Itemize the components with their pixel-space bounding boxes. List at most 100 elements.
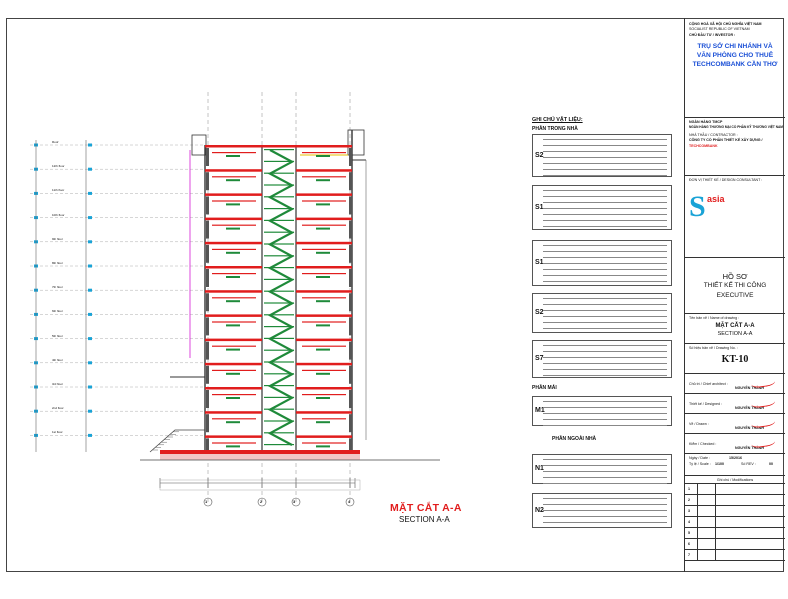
- tb-revision-row-3: 4: [685, 517, 785, 528]
- title-block: CỘNG HOÀ XÃ HỘI CHỦ NGHĨA VIỆT NAM SOCIA…: [684, 18, 785, 572]
- level-label-4: 9th floor: [52, 236, 63, 241]
- finish-tag-r-11: [316, 421, 330, 424]
- ceiling-right-7: [302, 321, 346, 323]
- column-l-3: [206, 220, 209, 239]
- tb-logo-letter: S: [689, 190, 706, 223]
- ceiling-left-12: [212, 442, 256, 444]
- level-label-7: 6th floor: [52, 309, 63, 314]
- tb-revision-divider-2: [715, 495, 716, 506]
- legend-rule: [543, 169, 667, 170]
- stair-landing-7: [264, 231, 294, 233]
- slab-left-4: [205, 241, 262, 245]
- tb-drawing-no-label: Số hiệu bản vẽ / Drawing No. :: [689, 346, 738, 350]
- tb-revision-divider-2: [715, 506, 716, 517]
- tb-rev-value: 00: [769, 462, 773, 466]
- level-marker-b-1: [88, 167, 92, 171]
- level-label-1: 12th floor: [52, 164, 65, 169]
- legend-section-exterior: PHẦN NGOÀI NHÀ: [552, 436, 597, 442]
- tb-revision-row-4: 5: [685, 528, 785, 539]
- tb-revision-divider-2: [715, 528, 716, 539]
- tb-project-line-2: VĂN PHÒNG CHO THUÊ: [696, 52, 774, 59]
- tb-revisions-header: Ghi chú / Modifications: [716, 478, 754, 482]
- ceiling-left-3: [212, 224, 256, 226]
- ceiling-right-10: [302, 394, 346, 396]
- slab-right-4: [296, 241, 352, 245]
- slab-left-10: [205, 387, 262, 390]
- tb-date-value: 15/2016: [729, 456, 742, 460]
- grid-bubble-4: [345, 497, 355, 507]
- tb-scale-value: 1/100: [715, 462, 724, 466]
- legend-rule: [543, 345, 667, 346]
- column-r-11: [349, 414, 352, 433]
- column-r-0: [349, 148, 352, 166]
- ceiling-left-8: [212, 345, 256, 347]
- stair-landing-17: [264, 349, 294, 351]
- ceiling-right-5: [302, 273, 346, 275]
- finish-tag-r-0: [316, 155, 330, 157]
- legend-rule: [543, 357, 667, 358]
- tb-contractor-label: NHÀ THẦU / CONTRACTOR :: [689, 133, 738, 137]
- legend-box-3: S2: [532, 293, 672, 333]
- level-label-2: 11th floor: [52, 188, 65, 193]
- tb-client-name: NGÂN HÀNG THƯƠNG MẠI CỔ PHẦN KỸ THƯƠNG V…: [689, 125, 783, 129]
- column-l-7: [206, 317, 209, 336]
- ceiling-right-6: [302, 297, 346, 299]
- legend-rule: [543, 316, 667, 317]
- stair-landing-14: [264, 314, 294, 316]
- stair-landing-24: [264, 432, 294, 434]
- stair-landing-18: [264, 361, 294, 363]
- grid-label-3: 3: [293, 499, 296, 504]
- grid-bubble-3: [291, 497, 301, 507]
- legend-rule: [543, 269, 667, 270]
- tb-revision-divider-2: [715, 484, 716, 495]
- ceiling-right-12: [302, 442, 346, 444]
- tb-designer-label: ĐƠN VỊ THIẾT KẾ / DESIGN CONSULTANT :: [689, 178, 763, 182]
- level-marker-b-7: [88, 312, 92, 316]
- legend-rule: [543, 263, 667, 264]
- finish-tag-r-6: [316, 300, 330, 303]
- slab-right-7: [296, 314, 352, 317]
- tb-drawing-no-cell: Số hiệu bản vẽ / Drawing No. : KT-10: [685, 344, 785, 374]
- tb-drawing-no: KT-10: [721, 354, 749, 365]
- legend-rule: [543, 251, 667, 252]
- level-marker-b-9: [88, 361, 92, 365]
- level-label-8: 5th floor: [52, 333, 63, 338]
- tb-role-cell-0: Chủ trì / Chief architect :NGUYỄN THÀNH: [685, 374, 785, 394]
- legend-rule: [543, 407, 667, 408]
- legend-rule: [543, 298, 667, 299]
- stair-landing-23: [264, 420, 294, 422]
- finish-tag-l-4: [226, 251, 240, 254]
- legend-rule: [543, 281, 667, 282]
- grid-label-2: 2: [260, 499, 263, 504]
- legend-box-5: M1: [532, 396, 672, 426]
- legend-code-7: N2: [535, 506, 544, 514]
- tb-contractor-name: CÔNG TY CỔ PHẦN THIẾT KẾ XÂY DỰNG /: [689, 138, 763, 142]
- slab-left-8: [205, 338, 262, 342]
- legend-code-1: S1: [535, 203, 544, 211]
- legend-rule: [543, 220, 667, 221]
- legend-rule: [543, 208, 667, 209]
- legend-rule: [543, 190, 667, 191]
- finish-tag-l-9: [226, 372, 240, 375]
- stair-landing-4: [264, 196, 294, 198]
- finish-tag-r-1: [316, 179, 330, 182]
- legend-section-interior: PHẦN TRONG NHÀ: [532, 126, 578, 132]
- level-label-3: 10th floor: [52, 212, 65, 217]
- stair-landing-12: [264, 290, 294, 292]
- tb-revision-row-0: 1: [685, 484, 785, 495]
- tb-revision-divider: [697, 506, 698, 517]
- tb-role-label-3: Kiểm / Checked :: [689, 442, 717, 446]
- legend-rule: [543, 483, 667, 484]
- column-r-1: [349, 172, 352, 191]
- tb-drawing-title-cell: Tên bản vẽ / Name of drawing : MẶT CẮT A…: [685, 314, 785, 344]
- tb-revision-divider-2: [715, 517, 716, 528]
- level-marker-b-12: [88, 433, 92, 437]
- stair-landing-3: [264, 184, 294, 186]
- column-l-11: [206, 414, 209, 433]
- finish-tag-r-8: [316, 348, 330, 351]
- tb-stage-line-2: THIẾT KẾ THI CÔNG: [703, 282, 767, 289]
- level-marker-b-3: [88, 216, 92, 220]
- stair-landing-9: [264, 255, 294, 257]
- tb-revision-divider: [697, 495, 698, 506]
- finish-tag-l-12: [226, 445, 240, 448]
